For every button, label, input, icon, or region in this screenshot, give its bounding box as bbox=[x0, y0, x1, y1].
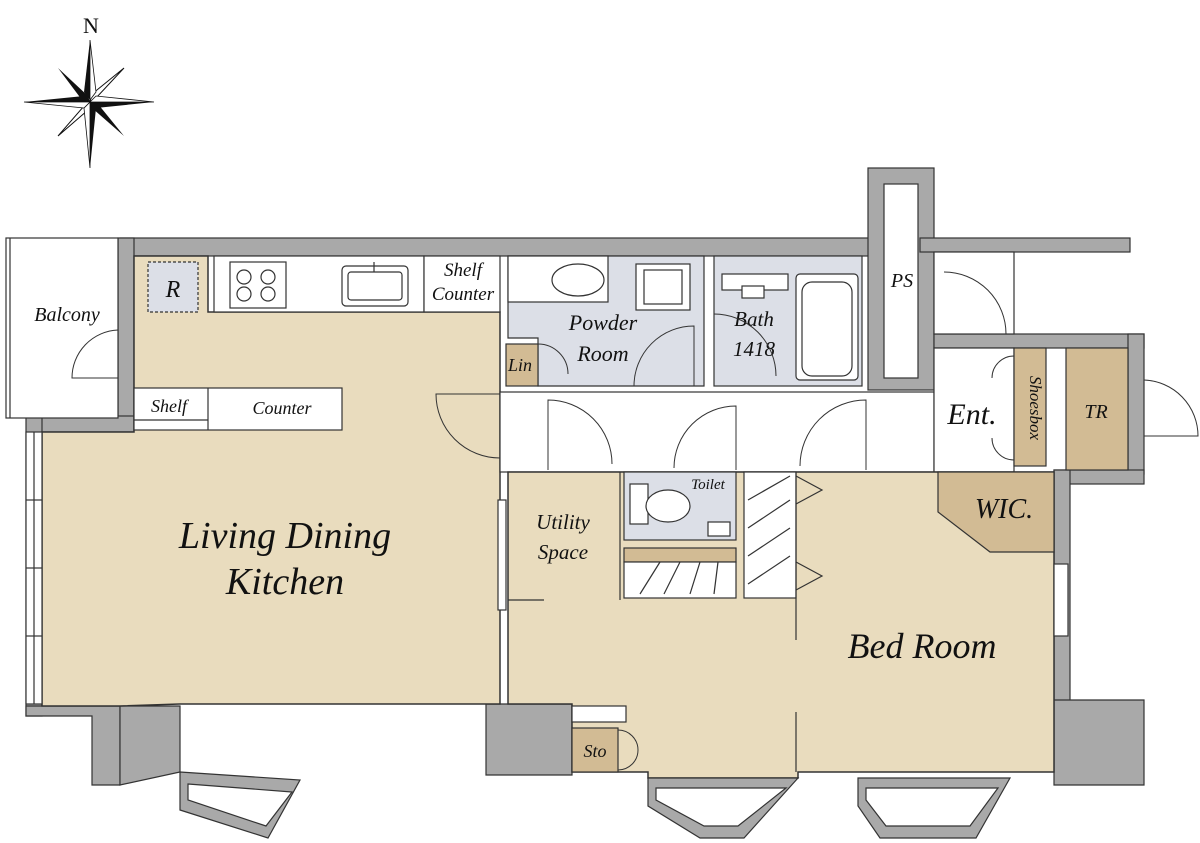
powder-room-door[interactable] bbox=[633, 325, 695, 387]
linen-label: Lin bbox=[507, 355, 532, 375]
shoesbox-label: Shoesbox bbox=[1026, 376, 1045, 441]
toilet-label: Toilet bbox=[691, 477, 725, 493]
bedroom-closet-shelves bbox=[743, 471, 824, 640]
shoesbox-door-top[interactable] bbox=[991, 355, 1015, 379]
bedroom-door[interactable] bbox=[799, 399, 867, 470]
wic-label: WIC. bbox=[975, 494, 1033, 525]
walk-in-closet bbox=[937, 471, 1055, 553]
trunk-room-label: TR bbox=[1084, 401, 1107, 423]
powder-room-label-line1: Powder bbox=[568, 310, 638, 335]
corridor bbox=[499, 391, 935, 473]
utility-label-line1: Utility bbox=[536, 510, 590, 534]
bath-label-line1: Bath bbox=[734, 307, 774, 331]
bedroom-side-window bbox=[1053, 563, 1069, 637]
shoesbox bbox=[1013, 347, 1047, 467]
utility-door[interactable] bbox=[547, 399, 613, 470]
utility-shelving bbox=[623, 547, 737, 599]
bedroom-label: Bed Room bbox=[848, 626, 997, 666]
ps-label: PS bbox=[890, 270, 913, 292]
powder-room-label-line2: Room bbox=[576, 341, 628, 366]
north-label: N bbox=[83, 13, 99, 38]
balcony bbox=[5, 237, 119, 419]
bath-door[interactable] bbox=[713, 313, 777, 377]
shelf-counter-top bbox=[423, 255, 501, 313]
storage-door[interactable] bbox=[617, 729, 639, 771]
ldk-label-line2: Kitchen bbox=[225, 561, 344, 603]
shoesbox-door-bottom[interactable] bbox=[991, 437, 1015, 461]
storage-closet bbox=[571, 727, 619, 773]
refrigerator-space bbox=[147, 261, 199, 313]
balcony-door[interactable] bbox=[71, 329, 119, 379]
shelf-top-label: Shelf bbox=[444, 260, 485, 281]
trunk-room-door[interactable] bbox=[1143, 379, 1199, 437]
utility-label-line2: Space bbox=[538, 540, 588, 564]
kitchen-counter bbox=[213, 255, 425, 313]
linen-door[interactable] bbox=[537, 343, 569, 375]
toilet-door[interactable] bbox=[673, 405, 737, 470]
ldk-label-line1: Living Dining bbox=[178, 515, 391, 557]
counter-left-label: Counter bbox=[252, 398, 312, 418]
storage-label: Sto bbox=[583, 741, 606, 761]
front-door[interactable] bbox=[943, 271, 1007, 335]
refrigerator-label: R bbox=[165, 277, 181, 303]
trunk-room bbox=[1065, 347, 1129, 471]
bath-label-line2: 1418 bbox=[733, 337, 776, 361]
pipe-space bbox=[883, 183, 919, 379]
shelf-counter-island bbox=[133, 387, 343, 431]
linen-storage bbox=[505, 343, 539, 387]
compass-rose-icon bbox=[23, 39, 155, 169]
bay-windows bbox=[179, 771, 1012, 839]
entrance-label: Ent. bbox=[946, 398, 996, 431]
entrance-vestibule bbox=[933, 251, 1015, 335]
ldk-windows bbox=[25, 431, 43, 705]
shelf-left-label: Shelf bbox=[151, 396, 190, 416]
living-dining-kitchen-floor bbox=[41, 255, 501, 707]
ldk-door[interactable] bbox=[435, 393, 501, 459]
balcony-label: Balcony bbox=[34, 304, 100, 326]
counter-top-label: Counter bbox=[432, 284, 495, 305]
